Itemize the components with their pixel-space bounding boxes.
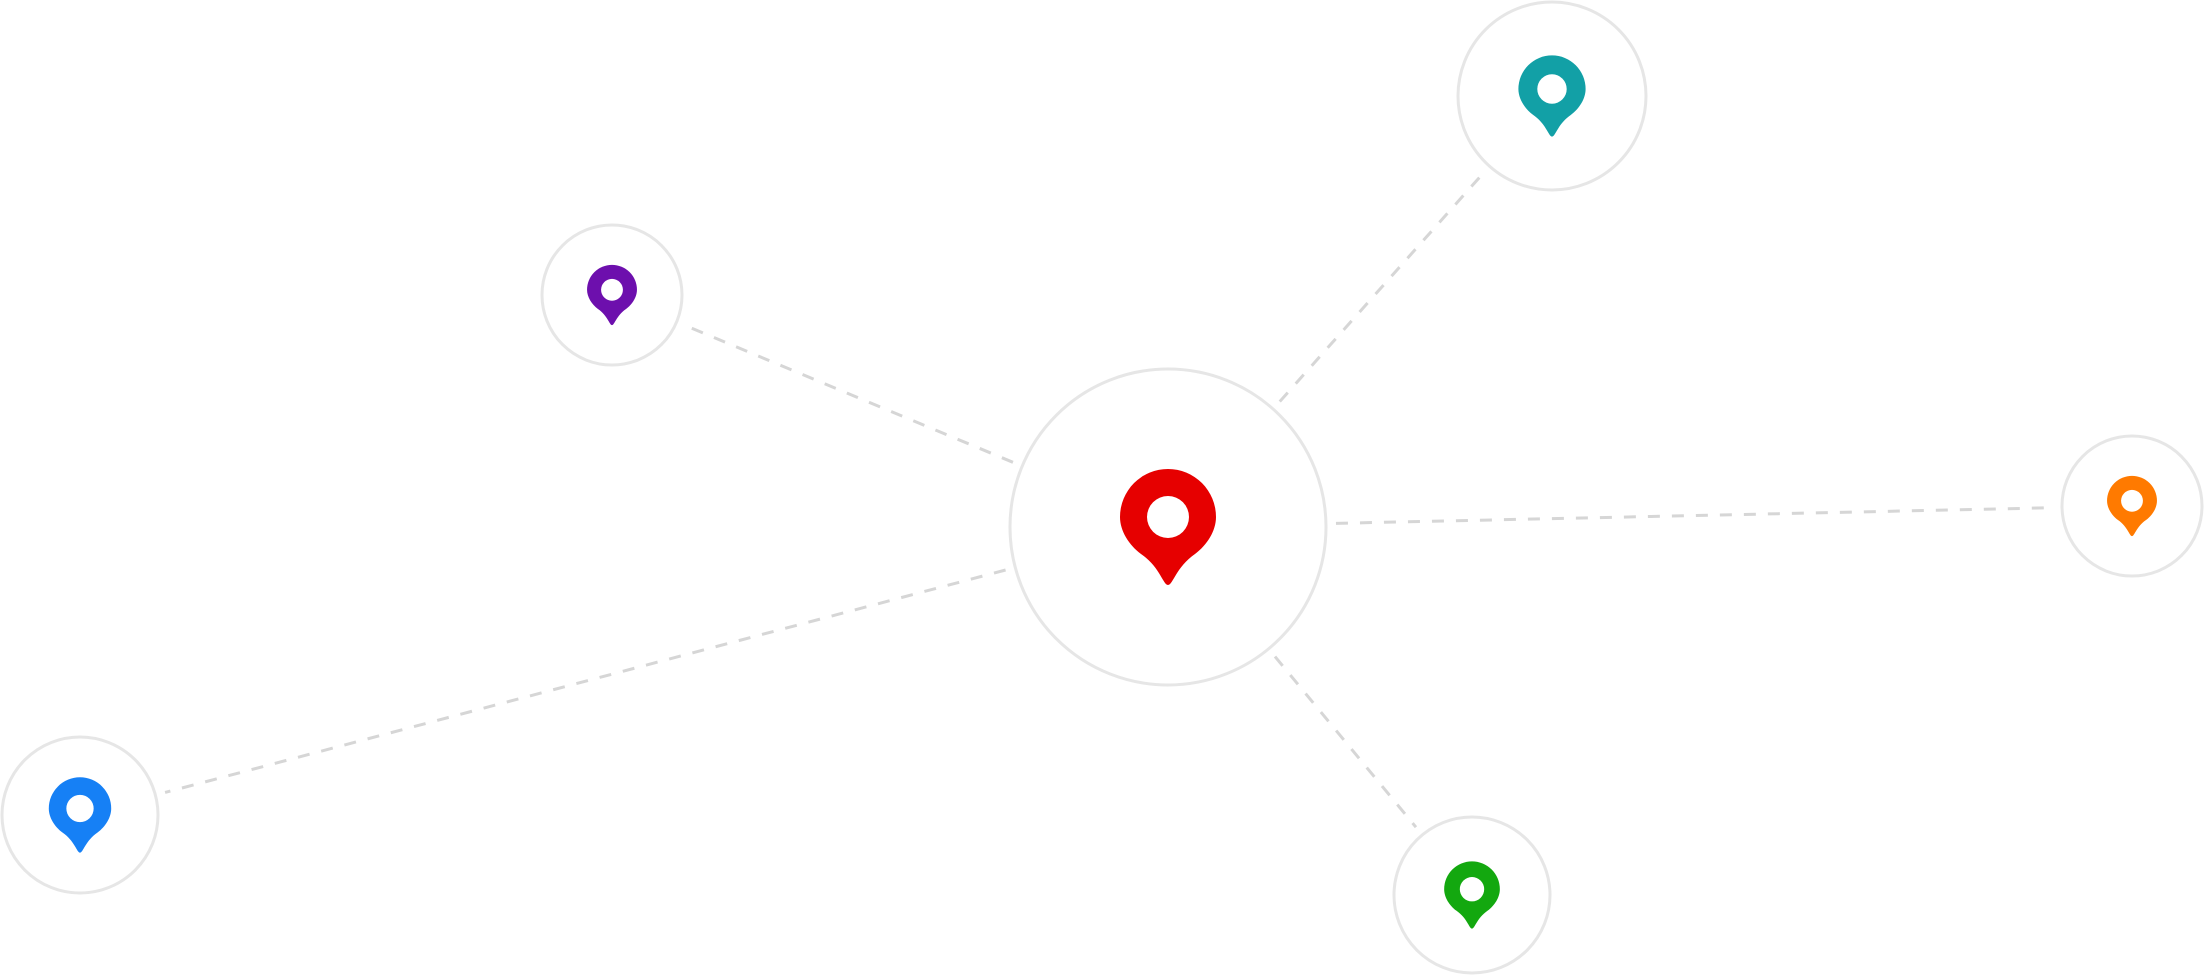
connector-lower-left [164,568,1006,794]
pin-hole [601,278,623,301]
connector-upper-left [685,324,1014,464]
pin-hole [1147,496,1189,538]
map-pin-icon [1518,55,1586,137]
location-node-top-right[interactable] [1456,0,1648,192]
pin-hole [66,794,94,823]
connectors [164,172,2053,829]
location-node-upper-left[interactable] [540,223,684,367]
location-node-right[interactable] [2060,434,2204,578]
connector-bottom [1273,655,1418,829]
location-node-bottom[interactable] [1392,815,1552,975]
pin-hole [1459,877,1485,902]
map-pin-icon [2107,475,2157,537]
location-node-lower-left[interactable] [0,735,160,895]
pin-hole [2121,489,2143,512]
connector-right [1335,506,2053,525]
map-pin-icon [1120,469,1216,585]
connector-top-right [1278,172,1484,403]
pin-hole [1537,74,1567,104]
map-pin-icon [587,264,637,326]
hub-node-center[interactable] [1008,367,1328,687]
map-pin-icon [1444,861,1500,929]
map-pin-icon [48,777,112,853]
